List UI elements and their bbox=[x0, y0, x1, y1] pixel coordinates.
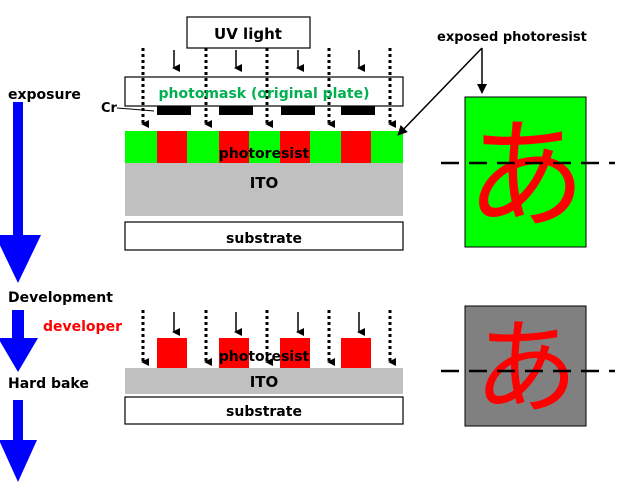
uv-light-label: UV light bbox=[214, 25, 282, 43]
development-arrow bbox=[0, 310, 38, 372]
photomask-label: photomask (original plate) bbox=[159, 86, 370, 102]
substrate-bottom-label: substrate bbox=[226, 404, 302, 420]
photomask bbox=[124, 76, 404, 107]
process-arrows bbox=[0, 102, 41, 482]
photoresist-top-label: photoresist bbox=[219, 146, 310, 162]
exposed-pointer-layer bbox=[397, 47, 483, 136]
ito-bottom-label: ITO bbox=[250, 373, 279, 391]
ito-top-label: ITO bbox=[250, 174, 279, 192]
photoresist-remaining-blocks bbox=[157, 338, 371, 368]
substrate-top-layer bbox=[124, 221, 404, 251]
exposed-photoresist-label: exposed photoresist bbox=[437, 30, 587, 45]
photoresist-unexposed-blocks bbox=[157, 131, 371, 163]
glyph-top: あ bbox=[466, 107, 586, 246]
exposed-pattern-panel bbox=[464, 96, 587, 248]
cr-label: Cr bbox=[101, 101, 118, 116]
development-label: Development bbox=[8, 290, 113, 306]
ito-top-layer bbox=[125, 163, 403, 216]
glyph-bottom: あ bbox=[474, 307, 578, 429]
developer-arrows bbox=[141, 310, 396, 366]
developer-label: developer bbox=[43, 319, 122, 335]
substrate-bottom-layer bbox=[124, 396, 404, 425]
ito-bottom-layer bbox=[125, 368, 403, 394]
developed-pattern-panel bbox=[464, 305, 587, 427]
uv-light-box bbox=[186, 16, 311, 49]
hard-bake-label: Hard bake bbox=[8, 376, 89, 392]
exposure-light-arrows bbox=[141, 48, 396, 128]
exposure-label: exposure bbox=[8, 87, 81, 103]
chrome-pads bbox=[157, 106, 375, 115]
hard-bake-arrow bbox=[0, 400, 37, 482]
cr-pointer bbox=[116, 107, 155, 112]
substrate-top-label: substrate bbox=[226, 231, 302, 247]
photoresist-bottom-label: photoresist bbox=[219, 349, 310, 365]
exposure-arrow bbox=[0, 102, 41, 283]
